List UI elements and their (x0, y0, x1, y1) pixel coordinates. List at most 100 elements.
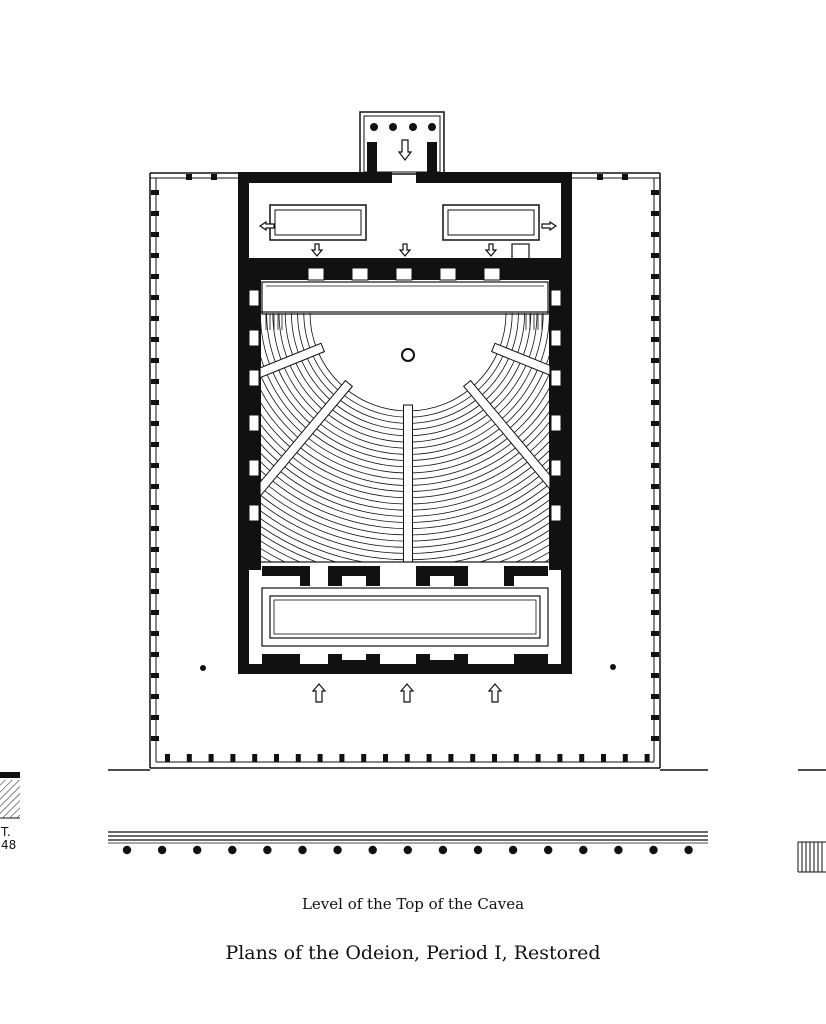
court-pier (651, 274, 659, 279)
cavea-stairways (260, 342, 550, 562)
down-arrow-icon (484, 243, 498, 257)
court-pier (651, 358, 659, 363)
court-pier (151, 568, 159, 573)
court-pier (622, 754, 628, 762)
court-pier (535, 754, 541, 762)
court-pier (151, 526, 159, 531)
court-pier (644, 754, 650, 762)
court-pier (151, 337, 159, 342)
court-pier (151, 232, 159, 237)
stoa-column (614, 845, 623, 855)
court-pier (651, 400, 659, 405)
radial-stairway (403, 404, 413, 562)
court-pier (317, 754, 323, 762)
cavea-side-steps (265, 314, 543, 330)
court-pier (651, 484, 659, 489)
wall-niche (550, 414, 562, 432)
north-porch (359, 111, 445, 175)
porch-down-arrow-icon (397, 139, 413, 161)
court-pier (579, 754, 585, 762)
wall-niches (248, 289, 562, 522)
court-pier (274, 754, 279, 762)
court-pier (252, 754, 258, 762)
court-pier (151, 316, 159, 321)
court-pier (151, 547, 159, 552)
court-pier (448, 754, 454, 762)
court-pier (151, 442, 159, 447)
stoa-column (263, 845, 272, 855)
court-pier (151, 694, 159, 699)
court-pier (651, 715, 659, 720)
court-pier (151, 211, 159, 216)
court-pier (651, 211, 659, 216)
wall-niche (248, 289, 260, 307)
court-pier (651, 337, 659, 342)
court-pier (622, 174, 628, 180)
court-pier (513, 754, 519, 762)
court-pier (151, 190, 159, 195)
court-pier (651, 442, 659, 447)
court-pier (151, 421, 159, 426)
court-pier (151, 715, 159, 720)
entrance-up-arrow-icon (311, 683, 327, 703)
court-pier (151, 505, 159, 510)
court-pier (557, 754, 563, 762)
edge-plate-label: T. 48 (1, 825, 17, 852)
plan-title: Plans of the Odeion, Period I, Restored (225, 942, 601, 964)
wall-niche (248, 369, 260, 387)
court-pier (651, 631, 659, 636)
court-pier (601, 754, 606, 762)
court-pier (492, 754, 497, 762)
court-pier (651, 610, 659, 615)
court-pier (151, 589, 159, 594)
wall-niche (248, 459, 260, 477)
court-pier (151, 736, 159, 741)
level-caption: Level of the Top of the Cavea (301, 895, 525, 913)
court-pier (151, 400, 159, 405)
court-pier (651, 652, 659, 657)
court-pier (165, 754, 170, 762)
right-edge-fragment (797, 841, 826, 873)
court-pier (651, 547, 659, 552)
entrance-up-arrow-icon (487, 683, 503, 703)
court-pier (651, 253, 659, 258)
court-pier (651, 190, 659, 195)
court-pier (151, 673, 159, 678)
court-pier (651, 568, 659, 573)
stoa-column (438, 845, 448, 855)
court-pier (151, 610, 159, 615)
wall-niche (550, 504, 562, 522)
stoa-column (684, 845, 693, 855)
court-pier (651, 379, 659, 384)
stoa-column (649, 845, 658, 855)
left-edge-fragment (0, 772, 20, 819)
wall-niche (248, 414, 260, 432)
court-pier (151, 652, 159, 657)
court-pier (151, 274, 159, 279)
stoa-column (508, 845, 518, 855)
court-pier (651, 232, 659, 237)
wall-niche (550, 369, 562, 387)
cavea-frame (259, 311, 551, 563)
stoa-column (122, 845, 132, 855)
orchestra-altar (401, 348, 415, 362)
court-pier (651, 526, 659, 531)
left-arrow-icon (258, 220, 275, 232)
stoa-colonnade (122, 845, 693, 855)
right-arrow-icon (541, 220, 558, 232)
stoa-column (228, 845, 237, 855)
court-pier (651, 463, 659, 468)
entrance-up-arrow-icon (399, 683, 415, 703)
stoa-column (333, 845, 342, 855)
vestibule (269, 204, 540, 260)
court-pier (651, 673, 659, 678)
court-pier (186, 754, 192, 762)
court-pier (651, 694, 659, 699)
court-pier (361, 754, 367, 762)
dividing-wall-niches (307, 267, 501, 281)
radial-stairway (462, 379, 550, 491)
court-pier (651, 589, 659, 594)
radial-stairway (490, 342, 550, 376)
court-pier (383, 754, 388, 762)
